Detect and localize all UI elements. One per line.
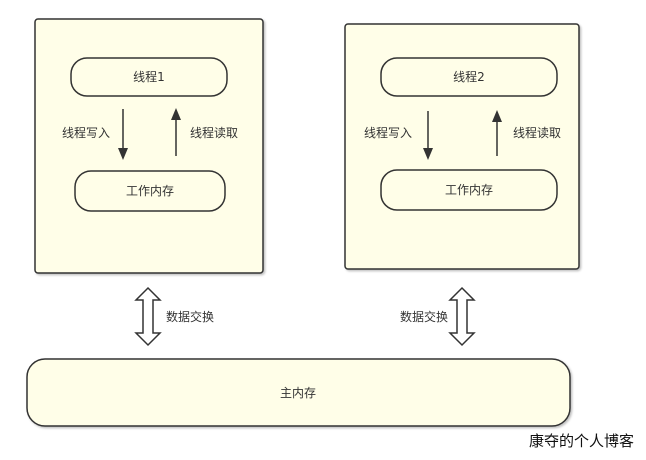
thread2-write-label: 线程写入 [364,125,412,140]
thread1-read-label: 线程读取 [190,125,238,140]
thread2-title: 线程2 [453,69,485,84]
thread2-working-memory-label: 工作内存 [445,183,493,197]
exchange-left-label: 数据交换 [166,309,214,324]
main-memory-label: 主内存 [280,386,316,400]
thread1-working-memory-label: 工作内存 [126,184,174,198]
thread2-container: 线程2 线程写入 线程读取 工作内存 [344,23,580,270]
exchange-right-arrow [448,286,476,347]
thread2-write-arrow [423,111,433,160]
thread2-read-label: 线程读取 [513,125,561,140]
thread1-working-memory: 工作内存 [74,170,226,212]
thread1-read-arrow [171,108,181,156]
watermark: 康夺的个人博客 [529,432,634,450]
thread2-working-memory: 工作内存 [380,169,558,211]
thread1-write-arrow [118,109,128,160]
main-memory: 主内存 [26,358,571,427]
thread2-read-arrow [492,110,502,156]
thread1-title: 线程1 [133,69,165,84]
thread1-write-label: 线程写入 [62,125,110,140]
thread2-node: 线程2 [380,57,558,97]
exchange-left-arrow [134,286,162,347]
thread1-node: 线程1 [70,57,228,97]
exchange-right-label: 数据交换 [400,309,448,324]
thread1-container: 线程1 线程写入 线程读取 工作内存 [34,18,264,274]
